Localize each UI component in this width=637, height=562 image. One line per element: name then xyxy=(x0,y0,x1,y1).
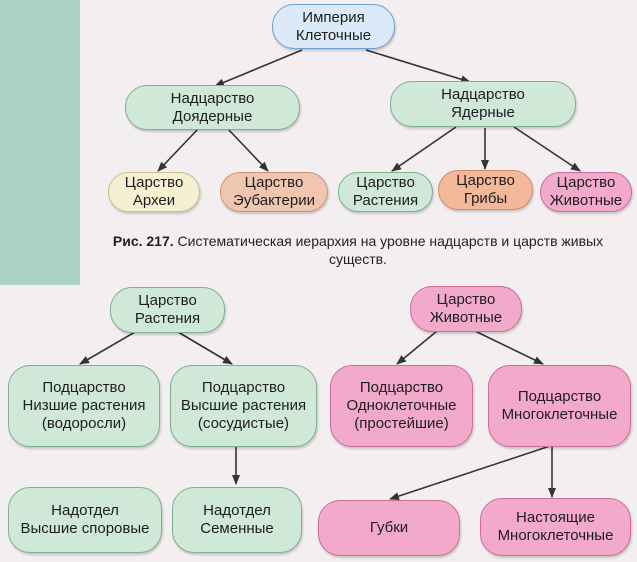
arrow-empire-to-nuclear xyxy=(365,49,471,84)
arrow-animals-to-unicellular xyxy=(396,330,438,365)
side-color-strip xyxy=(0,0,80,285)
arrow-nuclear-to-plants xyxy=(391,126,457,172)
figure-caption: Рис. 217. Систематическая иерархия на ур… xyxy=(88,232,628,268)
arrow-plants-to-lower xyxy=(79,331,136,365)
arrow-plants-to-higher xyxy=(177,331,233,365)
arrow-empire-to-prenuclear xyxy=(214,49,303,87)
node-sponges: Губки xyxy=(318,500,460,556)
arrow-prenuclear-to-eubacteria xyxy=(227,128,269,172)
caption-text: Систематическая иерархия на уровне надца… xyxy=(177,233,604,267)
arrow-multicellular-to-sponges xyxy=(389,445,551,500)
arrow-animals-to-multicellular xyxy=(474,330,544,365)
arrow-nuclear-to-animals xyxy=(513,126,581,172)
arrow-prenuclear-to-archaea xyxy=(157,128,199,172)
caption-label: Рис. 217. xyxy=(112,233,174,249)
